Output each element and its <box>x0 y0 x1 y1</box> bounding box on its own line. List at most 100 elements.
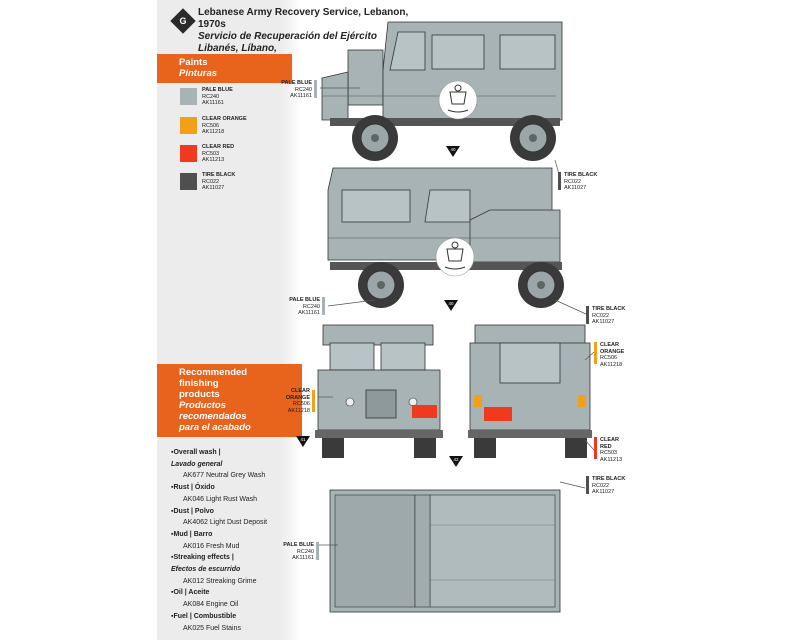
label-paint-name: PALE BLUE <box>289 297 320 303</box>
color-indicator <box>322 297 325 315</box>
color-indicator <box>558 172 561 190</box>
label-paint-name-2: ORANGE <box>600 348 625 355</box>
paint-code-rc: RC240 <box>202 93 220 100</box>
label-rear-clear-red: CLEAR RED RC503 AK11213 <box>600 437 640 463</box>
label-code-ak: AK11218 <box>287 407 310 414</box>
title-english: Lebanese Army Recovery Service, Lebanon,… <box>198 7 409 30</box>
paint-name: CLEAR RED <box>202 144 235 150</box>
paints-header: Paints Pinturas <box>157 54 292 83</box>
paint-code-ak: AK11218 <box>202 129 225 135</box>
side-view-upper <box>321 21 563 162</box>
finish-heading-es: Efectos de escurrido <box>171 566 241 574</box>
label-side1-tire-black: TIRE BLACK RC022 AK11027 <box>564 172 608 192</box>
color-indicator <box>594 437 597 459</box>
label-code-rc: RC240 <box>294 86 312 93</box>
swatch-color <box>180 145 197 162</box>
label-code-ak: AK11027 <box>564 185 587 191</box>
label-code-rc: RC503 <box>600 450 618 456</box>
color-indicator <box>594 342 597 364</box>
finish-product: AK016 Fresh Mud <box>183 542 240 550</box>
marker-number: 40 <box>450 147 456 152</box>
finishing-header-en-1: Recommended <box>179 367 248 378</box>
marker-number: 41 <box>300 437 306 442</box>
finish-product: AK025 Fuel Stains <box>183 624 241 632</box>
finish-product: AK677 Neutral Grey Wash <box>183 472 266 480</box>
label-code-ak: AK11027 <box>592 489 615 495</box>
label-code-rc: RC240 <box>302 303 320 310</box>
label-code-rc: RC022 <box>564 178 582 185</box>
finish-heading: Dust | Polvo <box>171 506 281 518</box>
label-code-ak: AK11027 <box>592 319 615 325</box>
paint-code-ak: AK11161 <box>202 100 224 106</box>
finish-product: AK4062 Light Dust Deposit <box>183 519 268 527</box>
swatch-color <box>180 173 197 190</box>
label-code-ak: AK11213 <box>600 456 623 463</box>
top-view <box>329 489 561 613</box>
paints-header-es: Pinturas <box>179 68 218 79</box>
marker-41: 41 <box>296 436 310 447</box>
paint-code-rc: RC506 <box>202 122 220 129</box>
rear-view <box>468 324 592 458</box>
marker-42: 42 <box>449 456 463 467</box>
paint-code-ak: AK11213 <box>202 157 225 163</box>
front-view <box>315 324 443 458</box>
label-code-ak: AK11161 <box>290 93 312 99</box>
finish-product: AK012 Streaking Grime <box>183 577 257 585</box>
finish-heading: Rust | Óxido <box>171 482 281 494</box>
swatch-color <box>180 88 197 105</box>
finish-heading: Mud | Barro <box>171 529 281 541</box>
label-code-rc: RC506 <box>292 401 310 407</box>
label-top-pale-blue: PALE BLUE RC240 AK11161 <box>274 542 314 562</box>
paint-name: CLEAR ORANGE <box>202 116 247 122</box>
marker-40-lower: 40 <box>444 300 458 311</box>
finish-heading-es: Lavado general <box>171 460 223 468</box>
paints-header-en: Paints <box>179 57 208 68</box>
finish-product: AK046 Light Rust Wash <box>183 495 258 503</box>
finishing-header-en-3: products <box>179 389 220 400</box>
label-code-ak: AK11218 <box>600 361 623 368</box>
finish-heading: Oil | Aceite <box>171 587 281 599</box>
label-paint-name: PALE BLUE <box>281 80 312 86</box>
color-indicator <box>312 390 315 412</box>
label-code-ak: AK11161 <box>292 555 314 561</box>
label-paint-name: CLEAR <box>600 342 619 348</box>
finish-heading: Overall wash | <box>171 447 281 459</box>
finishing-header-en-2: finishing <box>179 378 219 389</box>
finishing-header-es-2: recomendados <box>179 411 247 422</box>
swatch-color <box>180 117 197 134</box>
label-paint-name: TIRE BLACK <box>564 172 598 178</box>
finish-heading: Fuel | Combustible <box>171 611 281 623</box>
leader-lines <box>318 87 595 546</box>
finishing-header-es-3: para el acabado <box>179 422 251 433</box>
left-panel-fade <box>280 0 300 640</box>
finish-heading: Streaking effects | <box>171 552 281 564</box>
color-indicator <box>314 80 317 98</box>
label-side2-tire-black: TIRE BLACK RC022 AK11027 <box>592 306 636 326</box>
color-indicator <box>586 476 589 494</box>
label-rear-tire-black: TIRE BLACK RC022 AK11027 <box>592 476 636 496</box>
label-code-ak: AK11161 <box>298 310 320 316</box>
label-paint-name: CLEAR <box>600 437 619 443</box>
label-paint-name: TIRE BLACK <box>592 306 626 312</box>
label-code-rc: RC506 <box>600 355 618 361</box>
paint-code-ak: AK11027 <box>202 185 225 191</box>
label-paint-name-2: ORANGE <box>285 394 310 401</box>
finishing-products-list: Overall wash | Lavado general AK677 Neut… <box>171 447 281 634</box>
label-side2-pale-blue: PALE BLUE RC240 AK11161 <box>280 297 320 317</box>
finishing-header-es-1: Productos <box>179 400 226 411</box>
label-paint-name-2: RED <box>600 443 612 450</box>
paint-code-rc: RC503 <box>202 150 220 157</box>
label-paint-name: PALE BLUE <box>283 542 314 548</box>
finishing-header: Recommended finishing products Productos… <box>157 364 302 437</box>
label-side1-pale-blue: PALE BLUE RC240 AK11161 <box>268 80 312 100</box>
label-paint-name: TIRE BLACK <box>592 476 626 482</box>
label-front-clear-orange: CLEAR ORANGE RC506 AK11218 <box>276 388 310 414</box>
label-code-rc: RC240 <box>296 548 314 555</box>
paint-name: PALE BLUE <box>202 87 233 93</box>
label-code-rc: RC022 <box>592 482 610 489</box>
finish-product: AK084 Engine Oil <box>183 601 239 609</box>
side-view-lower <box>327 167 565 309</box>
label-rear-clear-orange: CLEAR ORANGE RC506 AK11218 <box>600 342 640 368</box>
paint-name: TIRE BLACK <box>202 172 236 178</box>
